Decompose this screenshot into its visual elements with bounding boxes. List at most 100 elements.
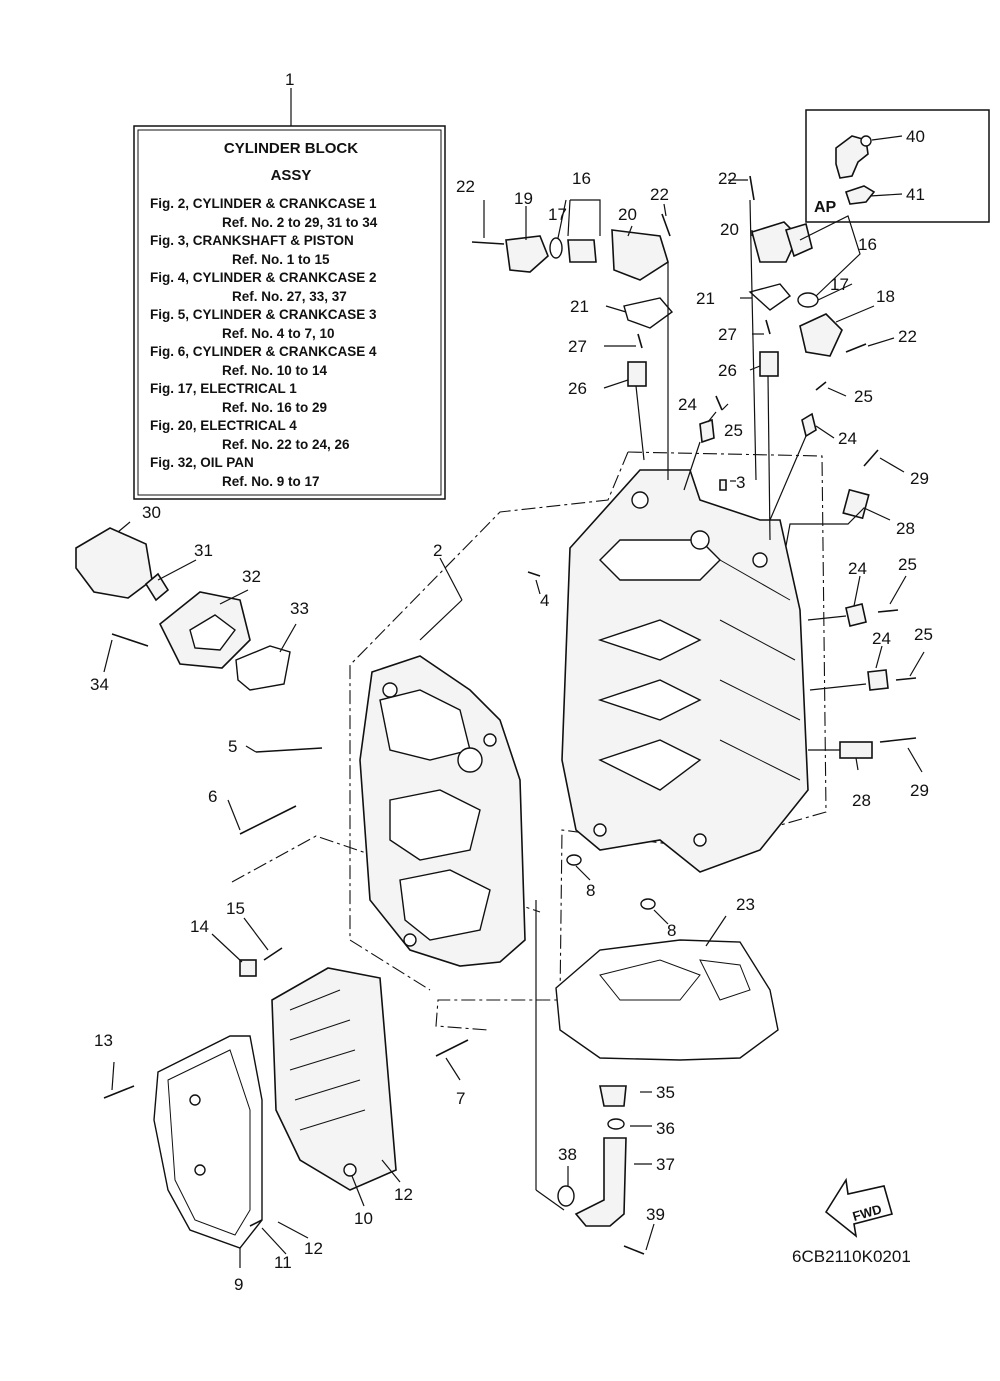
callout-7: 7 xyxy=(456,1089,465,1108)
gasket-21b xyxy=(748,283,792,311)
bolt-27a xyxy=(637,333,643,349)
info-line: Ref. No. 22 to 24, 26 xyxy=(222,437,350,452)
callout-23: 23 xyxy=(736,895,755,914)
callout-2: 2 xyxy=(433,541,442,560)
bolt-22a xyxy=(471,241,505,245)
info-box: CYLINDER BLOCK ASSY Fig. 2, CYLINDER & C… xyxy=(133,125,446,500)
callout-18: 18 xyxy=(876,287,895,306)
callout-36: 36 xyxy=(656,1119,675,1138)
callout-8a: 8 xyxy=(586,881,595,900)
callout-10: 10 xyxy=(354,1209,373,1228)
callout-16b: 16 xyxy=(858,235,877,254)
callout-34: 34 xyxy=(90,675,109,694)
callout-29b: 29 xyxy=(910,781,929,800)
callout-41: 41 xyxy=(906,185,925,204)
sensor-24c xyxy=(845,603,867,627)
bolt-29a xyxy=(863,449,879,467)
callout-25a: 25 xyxy=(724,421,743,440)
info-box-title: CYLINDER BLOCK xyxy=(224,140,358,157)
gasket-33 xyxy=(235,645,291,691)
callout-17a: 17 xyxy=(548,205,567,224)
callout-27b: 27 xyxy=(718,325,737,344)
callout-1: 1 xyxy=(285,70,294,89)
callout-16a: 16 xyxy=(572,169,591,188)
callout-11: 11 xyxy=(274,1253,292,1272)
callout-25d: 25 xyxy=(914,625,933,644)
bolt-27b xyxy=(765,319,771,335)
info-line: Ref. No. 10 to 14 xyxy=(222,363,328,378)
callout-26b: 26 xyxy=(718,361,737,380)
bolt-6 xyxy=(239,805,297,835)
callout-24b: 24 xyxy=(838,429,857,448)
diagram-code: 6CB2110K0201 xyxy=(792,1247,911,1266)
callout-40: 40 xyxy=(906,127,925,146)
o-ring-8b xyxy=(640,898,656,910)
callout-14: 14 xyxy=(190,917,209,936)
info-line: Fig. 5, CYLINDER & CRANKCASE 3 xyxy=(150,307,377,322)
clip-14 xyxy=(239,959,257,977)
collar-26a xyxy=(627,361,647,387)
callout-24d: 24 xyxy=(872,629,891,648)
cover-20a xyxy=(611,229,669,281)
callout-28a: 28 xyxy=(896,519,915,538)
screw-25b xyxy=(815,381,827,391)
info-line: Fig. 6, CYLINDER & CRANKCASE 4 xyxy=(150,344,377,359)
info-line: Ref. No. 4 to 7, 10 xyxy=(222,326,335,341)
callout-6: 6 xyxy=(208,787,217,806)
cylinder-block xyxy=(561,469,809,873)
callout-21a: 21 xyxy=(570,297,589,316)
bolt-5 xyxy=(255,747,323,753)
callout-32: 32 xyxy=(242,567,261,586)
sensor-19 xyxy=(505,235,549,273)
callout-26a: 26 xyxy=(568,379,587,398)
callout-38: 38 xyxy=(558,1145,577,1164)
callout-25c: 25 xyxy=(898,555,917,574)
callout-8b: 8 xyxy=(667,921,676,940)
callout-5: 5 xyxy=(228,737,237,756)
screw-25c xyxy=(877,609,899,613)
info-line: Fig. 32, OIL PAN xyxy=(150,455,254,470)
callout-21b: 21 xyxy=(696,289,715,308)
seal-17a xyxy=(549,237,563,259)
callout-17b: 17 xyxy=(830,275,849,294)
info-line: Fig. 4, CYLINDER & CRANKCASE 2 xyxy=(150,270,377,285)
info-line: Ref. No. 27, 33, 37 xyxy=(232,289,347,304)
dashed-outline-crankcase xyxy=(349,451,629,991)
fwd-arrow-icon: FWD xyxy=(824,1177,893,1238)
info-line: Fig. 3, CRANKSHAFT & PISTON xyxy=(150,233,354,248)
small-parts xyxy=(75,175,917,1255)
callout-22a: 22 xyxy=(456,177,475,196)
callout-25b: 25 xyxy=(854,387,873,406)
callout-13: 13 xyxy=(94,1031,113,1050)
union-31 xyxy=(144,572,170,602)
bolt-15 xyxy=(263,947,283,961)
pin-4 xyxy=(527,571,541,577)
callout-30: 30 xyxy=(142,503,161,522)
bolt-39 xyxy=(623,1245,645,1255)
crankcase xyxy=(359,655,526,967)
leader-lines xyxy=(103,179,925,1268)
cover-plate xyxy=(153,967,397,1249)
info-line: Ref. No. 1 to 15 xyxy=(232,252,330,267)
o-ring-36 xyxy=(607,1118,625,1130)
callout-22c: 22 xyxy=(718,169,737,188)
callout-22d: 22 xyxy=(898,327,917,346)
pin-11 xyxy=(249,1219,263,1227)
bolt-7 xyxy=(435,1039,469,1057)
gasket-21a xyxy=(623,297,674,329)
bolt-22d xyxy=(845,343,867,353)
callout-labels: 2 3 4 5 6 7 8 8 9 10 11 12 12 13 14 15 1… xyxy=(90,169,933,1294)
info-line: Ref. No. 9 to 17 xyxy=(222,474,320,489)
callout-37: 37 xyxy=(656,1155,675,1174)
plug-35 xyxy=(599,1085,627,1107)
bolt-29b xyxy=(879,737,917,743)
screw-25d xyxy=(895,677,917,681)
callout-27a: 27 xyxy=(568,337,587,356)
callout-24c: 24 xyxy=(848,559,867,578)
callout-28b: 28 xyxy=(852,791,871,810)
ap-box: AP 40 41 xyxy=(805,109,990,223)
thermostat-16a xyxy=(567,239,597,263)
clamp-41 xyxy=(844,185,876,205)
bolt-13 xyxy=(103,1085,135,1099)
